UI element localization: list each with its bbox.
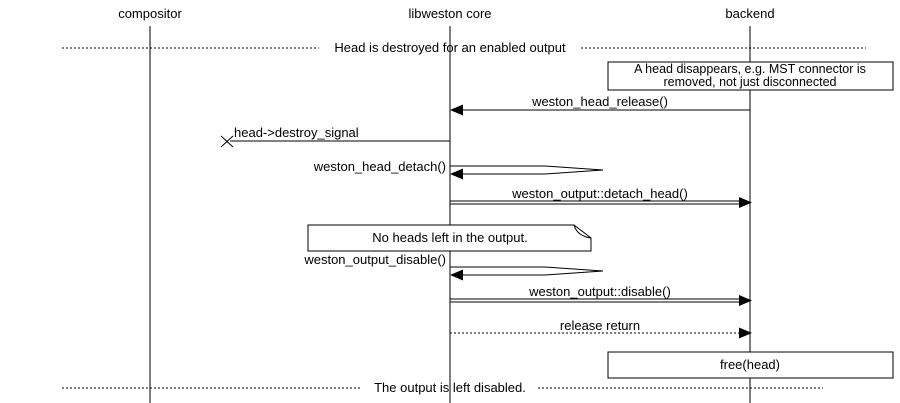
self-message-weston-output-disable: weston_output_disable() [303, 252, 604, 281]
divider-label: The output is left disabled. [374, 380, 526, 395]
message-label: weston_output::disable() [528, 284, 671, 299]
message-label: weston_head_detach() [313, 159, 446, 174]
note-fold-icon [573, 224, 592, 239]
message-label: weston_head_release() [531, 94, 668, 109]
arrowhead-left-icon [450, 104, 463, 116]
action-box [607, 351, 894, 379]
self-loop-lower [463, 169, 604, 175]
note-box [607, 61, 894, 91]
self-loop-upper [450, 266, 604, 272]
divider-head-destroyed: Head is destroyed for an enabled output [62, 40, 866, 55]
message-label: weston_output::detach_head() [511, 186, 688, 201]
arrowhead-left-icon [450, 168, 463, 180]
note-no-heads-left: No heads left in the output. [307, 224, 592, 252]
note-label: No heads left in the output. [372, 230, 527, 245]
note-shape [307, 224, 592, 252]
message-head-destroy-signal: head->destroy_signal [220, 125, 450, 148]
entity-label-compositor: compositor [118, 6, 182, 21]
arrowhead-right-icon [739, 295, 752, 306]
box-label: free(head) [720, 357, 780, 372]
message-label: weston_output_disable() [303, 252, 446, 267]
note-head-disappears: A head disappears, e.g. MST connector is… [607, 61, 894, 91]
message-label: release return [560, 318, 640, 333]
divider-output-left-disabled: The output is left disabled. [62, 380, 823, 395]
self-loop-upper [450, 165, 604, 171]
message-label: head->destroy_signal [234, 125, 359, 140]
arrowhead-left-icon [450, 269, 463, 281]
message-release-return: release return [450, 318, 752, 339]
self-loop-lower [463, 270, 604, 276]
entity-label-libweston-core: libweston core [408, 6, 491, 21]
note-line-1: A head disappears, e.g. MST connector is [634, 62, 866, 76]
arrowhead-right-icon [739, 197, 752, 208]
arrowhead-right-icon [739, 327, 752, 339]
box-free-head: free(head) [607, 351, 894, 379]
message-weston-head-release: weston_head_release() [450, 94, 750, 116]
note-line-2: removed, not just disconnected [663, 75, 836, 89]
divider-label: Head is destroyed for an enabled output [334, 40, 566, 55]
lost-message-x-icon [220, 135, 234, 148]
entity-label-backend: backend [725, 6, 774, 21]
message-weston-output-detach-head: weston_output::detach_head() [450, 186, 752, 208]
message-weston-output-disable-call: weston_output::disable() [450, 284, 752, 306]
self-message-weston-head-detach: weston_head_detach() [313, 159, 604, 180]
